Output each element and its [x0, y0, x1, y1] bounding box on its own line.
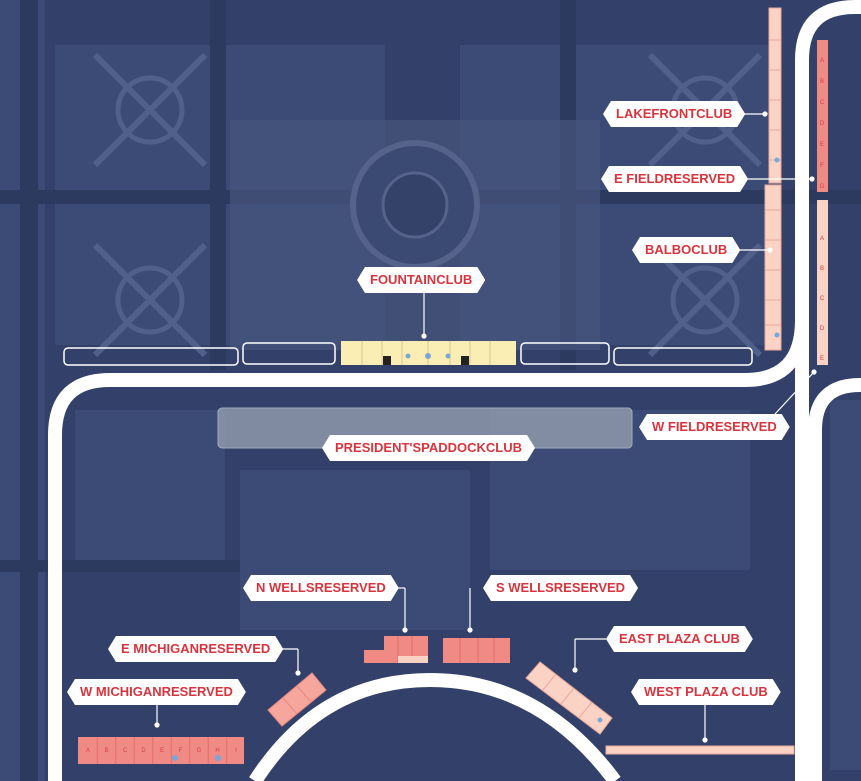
label-balbo-club[interactable]: BALBOCLUB	[632, 237, 740, 263]
fountain-club-section[interactable]	[341, 341, 516, 365]
label-presidents-paddock-club[interactable]: PRESIDENT'SPADDOCKCLUB	[322, 435, 535, 461]
balbo-club-section[interactable]	[764, 184, 782, 351]
section-letter-e: E	[820, 356, 824, 362]
label-w-field-reserved[interactable]: W FIELDRESERVED	[639, 414, 790, 440]
section-letter-b: B	[104, 748, 108, 754]
n-wells-reserved-section[interactable]	[364, 636, 428, 663]
race-track	[48, 0, 861, 781]
section-letter-c: C	[820, 296, 825, 302]
label-e-michigan-reserved[interactable]: E MICHIGANRESERVED	[108, 636, 283, 662]
section-outline-3[interactable]	[520, 342, 610, 365]
section-letter-b: B	[820, 79, 824, 85]
section-letter-f: F	[179, 748, 183, 754]
section-letter-h: H	[215, 748, 219, 754]
label-w-michigan-reserved[interactable]: W MICHIGANRESERVED	[67, 679, 246, 705]
section-letter-g: G	[820, 184, 825, 190]
w-michigan-reserved-section[interactable]: A B C D E F G H I	[78, 737, 244, 764]
section-letter-f: F	[820, 163, 824, 169]
section-outline-2[interactable]	[242, 342, 336, 365]
label-s-wells-reserved[interactable]: S WELLSRESERVED	[483, 575, 638, 601]
section-letter-d: D	[141, 748, 146, 754]
label-east-plaza-club[interactable]: EAST PLAZA CLUB	[606, 626, 753, 652]
section-outline-4[interactable]	[613, 347, 753, 366]
east-plaza-club-section[interactable]	[525, 661, 613, 735]
label-fountain-club[interactable]: FOUNTAINCLUB	[357, 267, 485, 293]
lakefront-club-section[interactable]	[768, 7, 782, 184]
section-letter-d: D	[820, 121, 825, 127]
label-west-plaza-club[interactable]: WEST PLAZA CLUB	[631, 679, 781, 705]
w-field-reserved-section[interactable]: A B C D E	[817, 200, 828, 365]
section-letter-a: A	[820, 236, 824, 242]
section-letter-b: B	[820, 266, 824, 272]
s-wells-reserved-section[interactable]	[443, 638, 510, 663]
section-letter-c: C	[820, 100, 825, 106]
section-letter-a: A	[86, 748, 90, 754]
section-letter-c: C	[123, 748, 128, 754]
e-field-reserved-section[interactable]: A B C D E F G	[817, 40, 828, 192]
label-e-field-reserved[interactable]: E FIELDRESERVED	[601, 166, 748, 192]
section-letter-g: G	[197, 748, 202, 754]
label-lakefront-club[interactable]: LAKEFRONTCLUB	[603, 101, 745, 127]
section-outline-1[interactable]	[63, 347, 239, 366]
west-plaza-club-section[interactable]	[605, 745, 795, 755]
section-letter-e: E	[820, 142, 824, 148]
section-letter-a: A	[820, 58, 824, 64]
section-letter-i: I	[235, 748, 237, 754]
label-n-wells-reserved[interactable]: N WELLSRESERVED	[243, 575, 399, 601]
section-letter-d: D	[820, 326, 825, 332]
e-michigan-reserved-section[interactable]	[267, 672, 327, 727]
section-letter-e: E	[160, 748, 164, 754]
